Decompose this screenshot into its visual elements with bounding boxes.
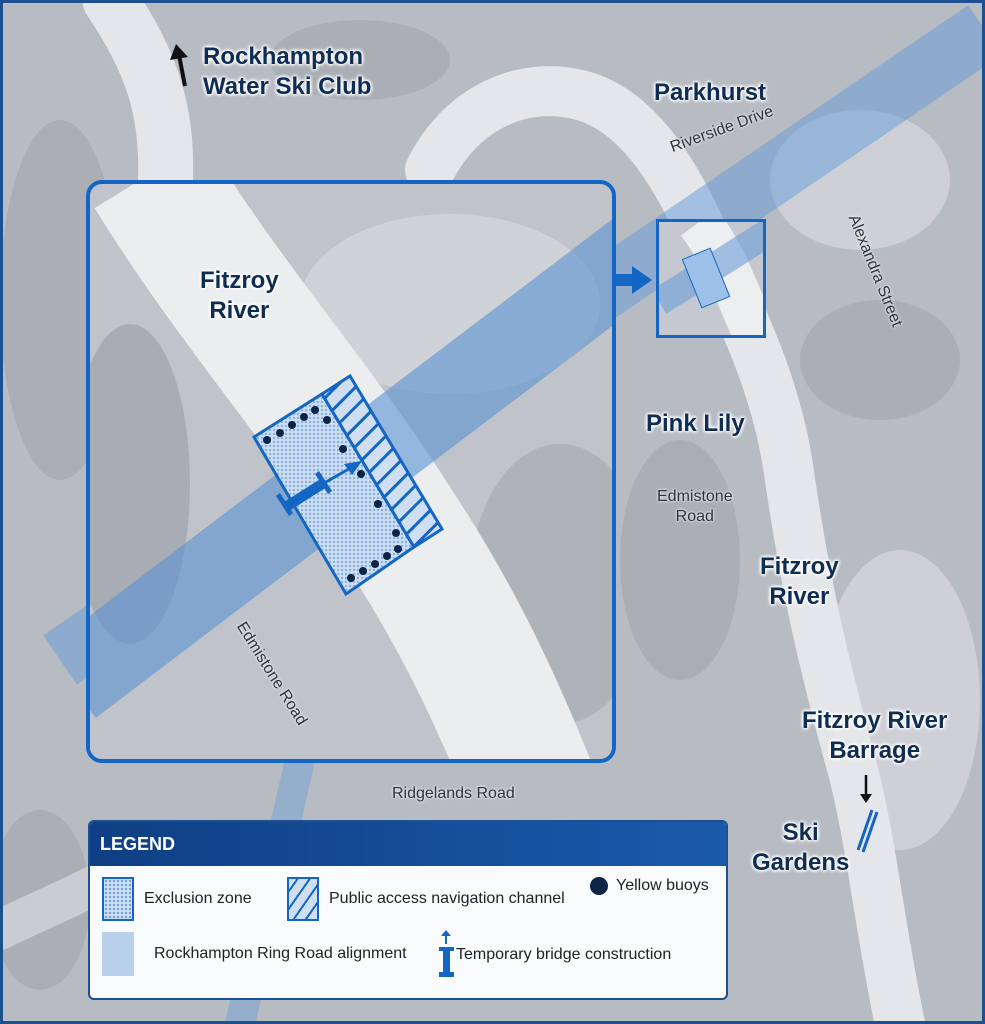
legend-title: LEGEND — [90, 822, 726, 866]
locator-box[interactable] — [656, 219, 766, 338]
light-blue-square-icon — [102, 932, 134, 976]
hatched-square-icon — [287, 877, 319, 921]
navigation-channel — [319, 373, 445, 550]
label-pink-lily: Pink Lily — [646, 410, 745, 437]
yellow-buoys — [263, 406, 402, 582]
legend-item-temporary-bridge: Temporary bridge construction — [438, 930, 671, 980]
buoy-circle-icon — [590, 877, 608, 895]
direction-arrow-icon — [170, 44, 188, 87]
legend-item-yellow-buoys: Yellow buoys — [590, 877, 709, 895]
temporary-bridge-icon — [276, 461, 362, 516]
dotted-square-icon — [102, 877, 134, 921]
legend-label: Rockhampton Ring Road alignment — [154, 945, 407, 962]
legend-item-ring-road: Rockhampton Ring Road alignment — [102, 932, 407, 976]
road-ridgelands-road: Ridgelands Road — [392, 785, 515, 802]
legend-item-exclusion-zone: Exclusion zone — [102, 877, 252, 921]
barrage-marker-icon — [856, 775, 879, 853]
bridge-arrow-icon — [439, 930, 454, 977]
legend-label: Public access navigation channel — [329, 890, 565, 907]
inset-map[interactable] — [86, 180, 616, 763]
legend-panel: LEGEND Exclusion zone Public access navi… — [88, 820, 728, 1000]
legend-label: Exclusion zone — [144, 890, 252, 907]
legend-item-navigation-channel: Public access navigation channel — [287, 877, 565, 921]
legend-label: Temporary bridge construction — [456, 946, 672, 963]
inset-pointer-arrow-icon — [616, 266, 652, 294]
legend-label: Yellow buoys — [616, 877, 709, 894]
label-parkhurst: Parkhurst — [654, 79, 767, 106]
